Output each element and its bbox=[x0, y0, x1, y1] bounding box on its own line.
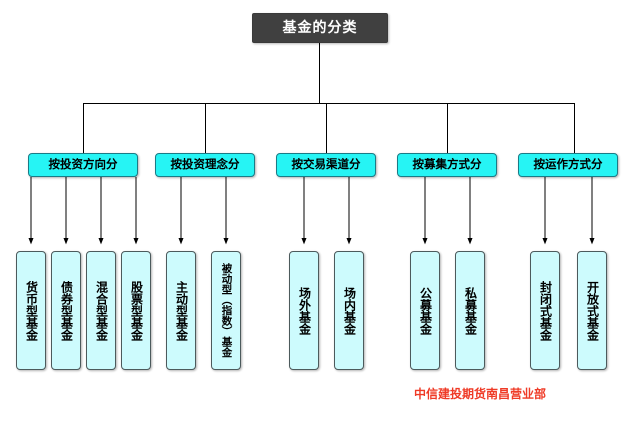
leaf-node-3-2-label: 场内基金 bbox=[342, 286, 357, 335]
leaf-node-1-3[interactable]: 混合型基金 bbox=[86, 251, 116, 370]
connector-drop-cat-4 bbox=[447, 103, 448, 153]
category-node-1-label: 按投资方向分 bbox=[48, 157, 118, 172]
leaf-node-4-2-label: 私募基金 bbox=[463, 286, 478, 335]
leaf-node-1-2[interactable]: 债券型基金 bbox=[51, 251, 81, 370]
category-node-5-label: 按运作方式分 bbox=[533, 157, 603, 172]
root-node[interactable]: 基金的分类 bbox=[252, 13, 388, 43]
leaf-node-4-1-label: 公募基金 bbox=[418, 286, 433, 335]
connector-root-stem bbox=[319, 43, 320, 103]
root-node-label: 基金的分类 bbox=[282, 20, 358, 36]
category-node-4[interactable]: 按募集方式分 bbox=[397, 153, 497, 177]
leaf-node-3-1-label: 场外基金 bbox=[297, 286, 312, 335]
leaf-node-1-1-label: 货币型基金 bbox=[24, 280, 39, 341]
connector-drop-cat-5 bbox=[574, 103, 575, 153]
category-node-4-label: 按募集方式分 bbox=[412, 157, 482, 172]
leaf-node-2-2-label: 被动型（指数）基金 bbox=[220, 263, 233, 358]
leaf-node-4-2[interactable]: 私募基金 bbox=[455, 251, 485, 370]
connector-drop-cat-1 bbox=[83, 103, 84, 153]
leaf-node-5-2-label: 开放式基金 bbox=[585, 280, 600, 341]
connector-drop-cat-3 bbox=[326, 103, 327, 153]
footer-watermark: 中信建投期货南昌营业部 bbox=[414, 387, 547, 401]
leaf-node-5-1-label: 封闭式基金 bbox=[538, 280, 553, 341]
leaf-node-1-4[interactable]: 股票型基金 bbox=[121, 251, 151, 370]
leaf-node-1-4-label: 股票型基金 bbox=[129, 280, 144, 341]
category-node-3[interactable]: 按交易渠道分 bbox=[276, 153, 376, 177]
leaf-node-3-2[interactable]: 场内基金 bbox=[334, 251, 364, 370]
category-node-2[interactable]: 按投资理念分 bbox=[155, 153, 255, 177]
category-node-3-label: 按交易渠道分 bbox=[291, 157, 361, 172]
connector-drop-cat-2 bbox=[205, 103, 206, 153]
leaf-node-3-1[interactable]: 场外基金 bbox=[289, 251, 319, 370]
leaf-node-1-3-label: 混合型基金 bbox=[94, 280, 109, 341]
leaf-node-5-2[interactable]: 开放式基金 bbox=[577, 251, 607, 370]
leaf-node-4-1[interactable]: 公募基金 bbox=[410, 251, 440, 370]
leaf-node-5-1[interactable]: 封闭式基金 bbox=[530, 251, 560, 370]
leaf-node-2-1-label: 主动型基金 bbox=[174, 280, 189, 341]
leaf-node-1-1[interactable]: 货币型基金 bbox=[16, 251, 46, 370]
leaf-node-1-2-label: 债券型基金 bbox=[59, 280, 74, 341]
leaf-node-2-1[interactable]: 主动型基金 bbox=[166, 251, 196, 370]
category-node-2-label: 按投资理念分 bbox=[170, 157, 240, 172]
category-node-5[interactable]: 按运作方式分 bbox=[518, 153, 618, 177]
connector-horizontal-bus bbox=[83, 103, 574, 104]
leaf-node-2-2[interactable]: 被动型（指数）基金 bbox=[211, 251, 241, 370]
category-node-1[interactable]: 按投资方向分 bbox=[28, 153, 138, 177]
